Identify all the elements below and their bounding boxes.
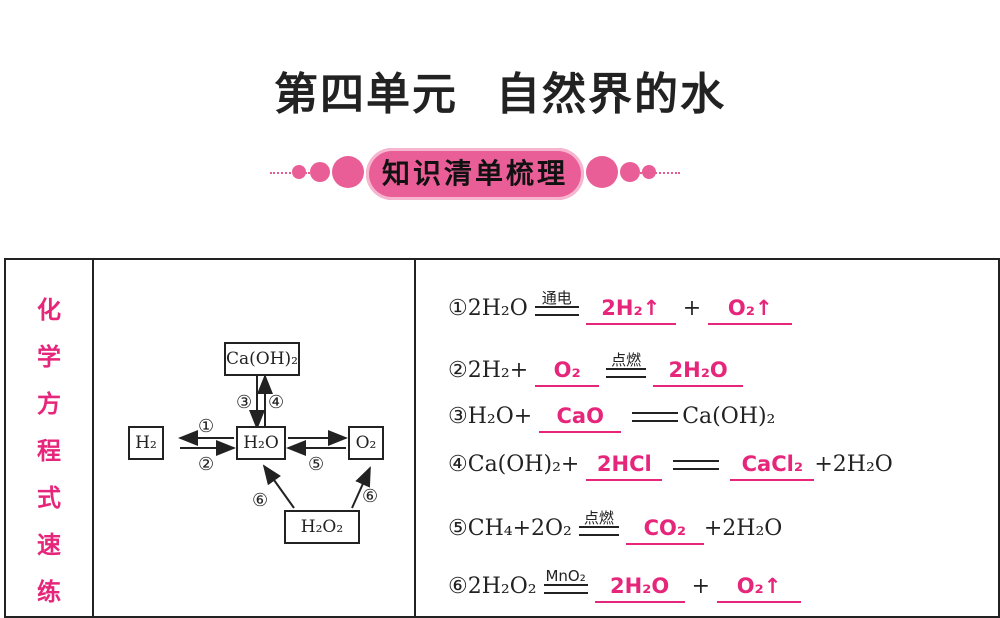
answer-blank: CO₂ — [625, 513, 704, 545]
answer-blank: 2HCl — [586, 449, 663, 481]
answer-blank: 2H₂↑ — [585, 293, 676, 325]
eq-num: ⑥ — [448, 574, 468, 599]
banner-dot — [586, 156, 618, 188]
banner-dot — [620, 162, 640, 182]
eq-right: +2H₂O — [814, 452, 893, 477]
eq-left: Ca(OH)₂+ — [467, 452, 580, 477]
eq-num: ③ — [448, 404, 468, 429]
conversion-diagram: Ca(OH)₂ H₂ H₂O O₂ H₂O₂ ① ② ③ ④ ⑤ ⑥ ⑥ — [102, 260, 412, 600]
equation-row: ③H₂O+ CaO Ca(OH)₂ — [448, 400, 775, 434]
label-n1: ① — [198, 416, 215, 437]
eq-right: Ca(OH)₂ — [682, 404, 776, 429]
equation-row: ⑤CH₄+2O₂ 点燃 CO₂+2H₂O — [448, 509, 783, 546]
condition-label: 通电 — [541, 289, 572, 307]
eq-left: 2H₂O — [467, 296, 528, 321]
diagram-arrows — [178, 374, 371, 509]
sidebar-char: 学 — [37, 343, 61, 371]
eq-right: +2H₂O — [703, 516, 783, 541]
banner-dot — [332, 156, 364, 188]
label-n2: ② — [198, 454, 215, 475]
eq-condition: MnO₂ — [543, 567, 588, 604]
eq-left: 2H₂+ — [467, 358, 529, 383]
sidebar-char: 速 — [37, 531, 61, 559]
equals-sign — [632, 412, 679, 422]
title-part1: 第四单元 — [274, 69, 458, 120]
label-n6b: ⑥ — [362, 486, 379, 507]
eq-condition: 点燃 — [606, 351, 647, 388]
node-h2o: H₂O — [236, 426, 286, 460]
answer-blank: 2H₂O — [653, 355, 744, 387]
eq-condition: 通电 — [534, 289, 579, 326]
answer-blank: O₂↑ — [717, 571, 802, 603]
eq-num: ⑤ — [448, 516, 468, 541]
node-o2: O₂ — [348, 426, 384, 460]
page-title: 第四单元自然界的水 — [0, 58, 1000, 122]
equation-row: ①2H₂O 通电 2H₂↑ + O₂↑ — [448, 289, 793, 326]
answer-blank: O₂ — [535, 355, 600, 387]
banner-dot — [310, 162, 330, 182]
equation-row: ④Ca(OH)₂+ 2HCl CaCl₂+2H₂O — [448, 448, 893, 482]
eq-num: ① — [448, 296, 468, 321]
label-n5: ⑤ — [308, 454, 325, 475]
arrow-6b — [351, 466, 371, 509]
banner-dotline-right — [640, 172, 680, 174]
banner-dotline-left — [270, 172, 310, 174]
sidebar-char: 方 — [37, 390, 61, 418]
node-h2o2: H₂O₂ — [284, 510, 360, 544]
section-banner: 知识清单梳理 — [270, 146, 680, 202]
banner-dot — [292, 165, 306, 179]
eq-left: CH₄+2O₂ — [467, 516, 572, 541]
sidebar-char: 程 — [37, 437, 61, 465]
column-divider — [92, 260, 94, 616]
banner-label: 知识清单梳理 — [381, 157, 568, 190]
sidebar-char: 化 — [37, 296, 61, 324]
condition-label: MnO₂ — [545, 567, 586, 585]
title-part2: 自然界的水 — [496, 69, 726, 120]
column-divider — [414, 260, 416, 616]
eq-condition: 点燃 — [578, 509, 619, 546]
node-caoh2: Ca(OH)₂ — [224, 342, 300, 376]
eq-plus: + — [682, 296, 702, 321]
equation-row: ⑥2H₂O₂ MnO₂ 2H₂O + O₂↑ — [448, 567, 802, 604]
sidebar-char: 式 — [37, 484, 61, 512]
banner-pill: 知识清单梳理 — [366, 148, 584, 200]
answer-blank: O₂↑ — [708, 293, 793, 325]
equals-sign — [673, 460, 720, 470]
eq-num: ② — [448, 358, 468, 383]
label-n6a: ⑥ — [252, 490, 269, 511]
sidebar-char: 练 — [37, 578, 61, 606]
answer-blank: CaO — [539, 401, 622, 433]
eq-left: 2H₂O₂ — [467, 574, 537, 599]
label-n4: ④ — [268, 392, 285, 413]
condition-label: 点燃 — [583, 509, 614, 527]
answer-blank: 2H₂O — [594, 571, 685, 603]
eq-num: ④ — [448, 452, 468, 477]
condition-label: 点燃 — [611, 351, 642, 369]
answer-blank: CaCl₂ — [730, 449, 815, 481]
arrow-6a — [262, 464, 295, 509]
node-h2: H₂ — [128, 426, 164, 460]
equation-row: ②2H₂+ O₂ 点燃 2H₂O — [448, 351, 744, 388]
label-n3: ③ — [236, 392, 253, 413]
eq-plus: + — [691, 574, 711, 599]
eq-left: H₂O+ — [467, 404, 533, 429]
